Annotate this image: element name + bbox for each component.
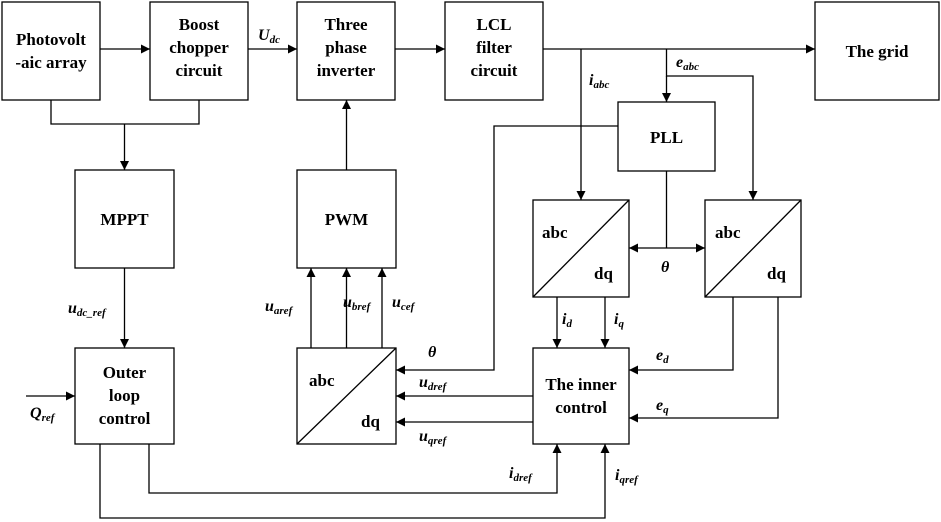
lcl-filter-block: LCL filter circuit (444, 1, 544, 101)
pwm-block: PWM (296, 169, 397, 269)
outer-loop-block: Outer loop control (74, 347, 175, 445)
label-i-d: id (562, 311, 572, 330)
inverter-label-2: phase (325, 38, 367, 57)
pv-array-block: Photovolt -aic array (1, 1, 101, 101)
abc-dq-current-bottom: dq (594, 264, 613, 283)
grid-block: The grid (814, 1, 940, 101)
label-u-cef: ucef (392, 294, 416, 313)
label-theta-ref: θ (428, 344, 437, 361)
signal-labels: Udc iabc eabc θ θ udc_ref Qref uaref ubr… (30, 27, 699, 486)
outer-loop-label-3: control (99, 409, 151, 428)
label-u-aref: uaref (265, 298, 294, 317)
pv-array-label-1: Photovolt (16, 30, 86, 49)
abc-dq-voltage-top: abc (715, 223, 741, 242)
connections (26, 44, 815, 519)
abc-dq-current-block: abc dq (532, 199, 630, 298)
abc-dq-voltage-bottom: dq (767, 264, 786, 283)
e-abc-arrow (665, 49, 758, 200)
pwm-label: PWM (325, 210, 368, 229)
boost-label-3: circuit (176, 61, 223, 80)
e-q-arrow (629, 297, 779, 423)
label-theta-pll: θ (661, 259, 670, 276)
boost-chopper-block: Boost chopper circuit (149, 1, 249, 101)
boost-label-2: chopper (169, 38, 229, 57)
abc-dq-voltage-block: abc dq (704, 199, 802, 298)
inverter-label-1: Three (324, 15, 368, 34)
label-i-qref: iqref (615, 467, 639, 486)
i-dref-arrow (148, 444, 562, 494)
inverter-block: Three phase inverter (296, 1, 396, 101)
lcl-label-3: circuit (471, 61, 518, 80)
pll-block: PLL (617, 101, 716, 172)
dq-abc-reference-block: abc dq (296, 347, 397, 445)
label-u-dc-ref: udc_ref (68, 300, 107, 319)
dq-abc-ref-bottom: dq (361, 412, 380, 431)
theta-ref-arrow (396, 125, 618, 375)
e-d-arrow (629, 297, 734, 375)
label-u-bref: ubref (343, 294, 372, 313)
boost-label-1: Boost (179, 15, 220, 34)
inner-control-label-1: The inner (545, 375, 617, 394)
dq-abc-ref-top: abc (309, 371, 335, 390)
label-u-dc: Udc (258, 27, 280, 46)
pv-boost-feedback-line (50, 100, 200, 125)
lcl-label-1: LCL (477, 15, 512, 34)
grid-label: The grid (846, 42, 909, 61)
label-e-abc: eabc (676, 54, 699, 73)
label-e-q: eq (656, 397, 669, 416)
outer-loop-label-1: Outer (103, 363, 147, 382)
label-i-q: iq (614, 311, 624, 330)
mppt-label: MPPT (100, 210, 149, 229)
label-q-ref: Qref (30, 405, 56, 424)
pll-label: PLL (650, 128, 683, 147)
i-qref-arrow (99, 444, 610, 519)
label-i-dref: idref (509, 465, 533, 484)
abc-dq-current-top: abc (542, 223, 568, 242)
label-u-qref: uqref (419, 428, 448, 447)
label-u-dref: udref (419, 374, 448, 393)
inner-control-block: The inner control (532, 347, 630, 445)
label-e-d: ed (656, 347, 669, 366)
lcl-label-2: filter (476, 38, 512, 57)
inner-control-label-2: control (555, 398, 607, 417)
label-i-abc: iabc (589, 72, 609, 91)
inverter-label-3: inverter (317, 61, 376, 80)
outer-loop-label-2: loop (109, 386, 140, 405)
pv-array-label-2: -aic array (15, 53, 87, 72)
mppt-block: MPPT (74, 169, 175, 269)
